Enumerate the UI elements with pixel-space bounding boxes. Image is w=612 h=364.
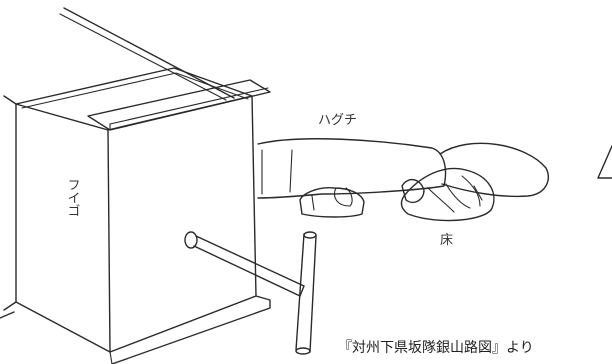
piston-handle xyxy=(193,231,317,355)
hearth-label: 床 xyxy=(440,233,453,248)
bellows-front-face xyxy=(107,95,257,353)
hearth xyxy=(400,142,549,222)
handle-post xyxy=(295,233,317,353)
bellows-top-face xyxy=(15,67,253,105)
bellows-base xyxy=(111,295,271,364)
bellows-side-face xyxy=(15,103,111,353)
bellows-label: フイゴ xyxy=(65,178,80,217)
piston-hole xyxy=(184,231,198,249)
nozzle-label: ハグチ xyxy=(318,113,357,128)
hearth-dome xyxy=(439,142,549,198)
bellows-box xyxy=(0,7,271,364)
nozzle-support-stone xyxy=(299,186,365,218)
ore-mound xyxy=(400,167,495,222)
partial-figure-stroke xyxy=(597,145,612,179)
nozzle-pipe xyxy=(257,138,447,199)
bellows-top-rail xyxy=(87,79,271,131)
source-caption: 『対州下県坂隊銀山路図』より xyxy=(338,340,534,356)
